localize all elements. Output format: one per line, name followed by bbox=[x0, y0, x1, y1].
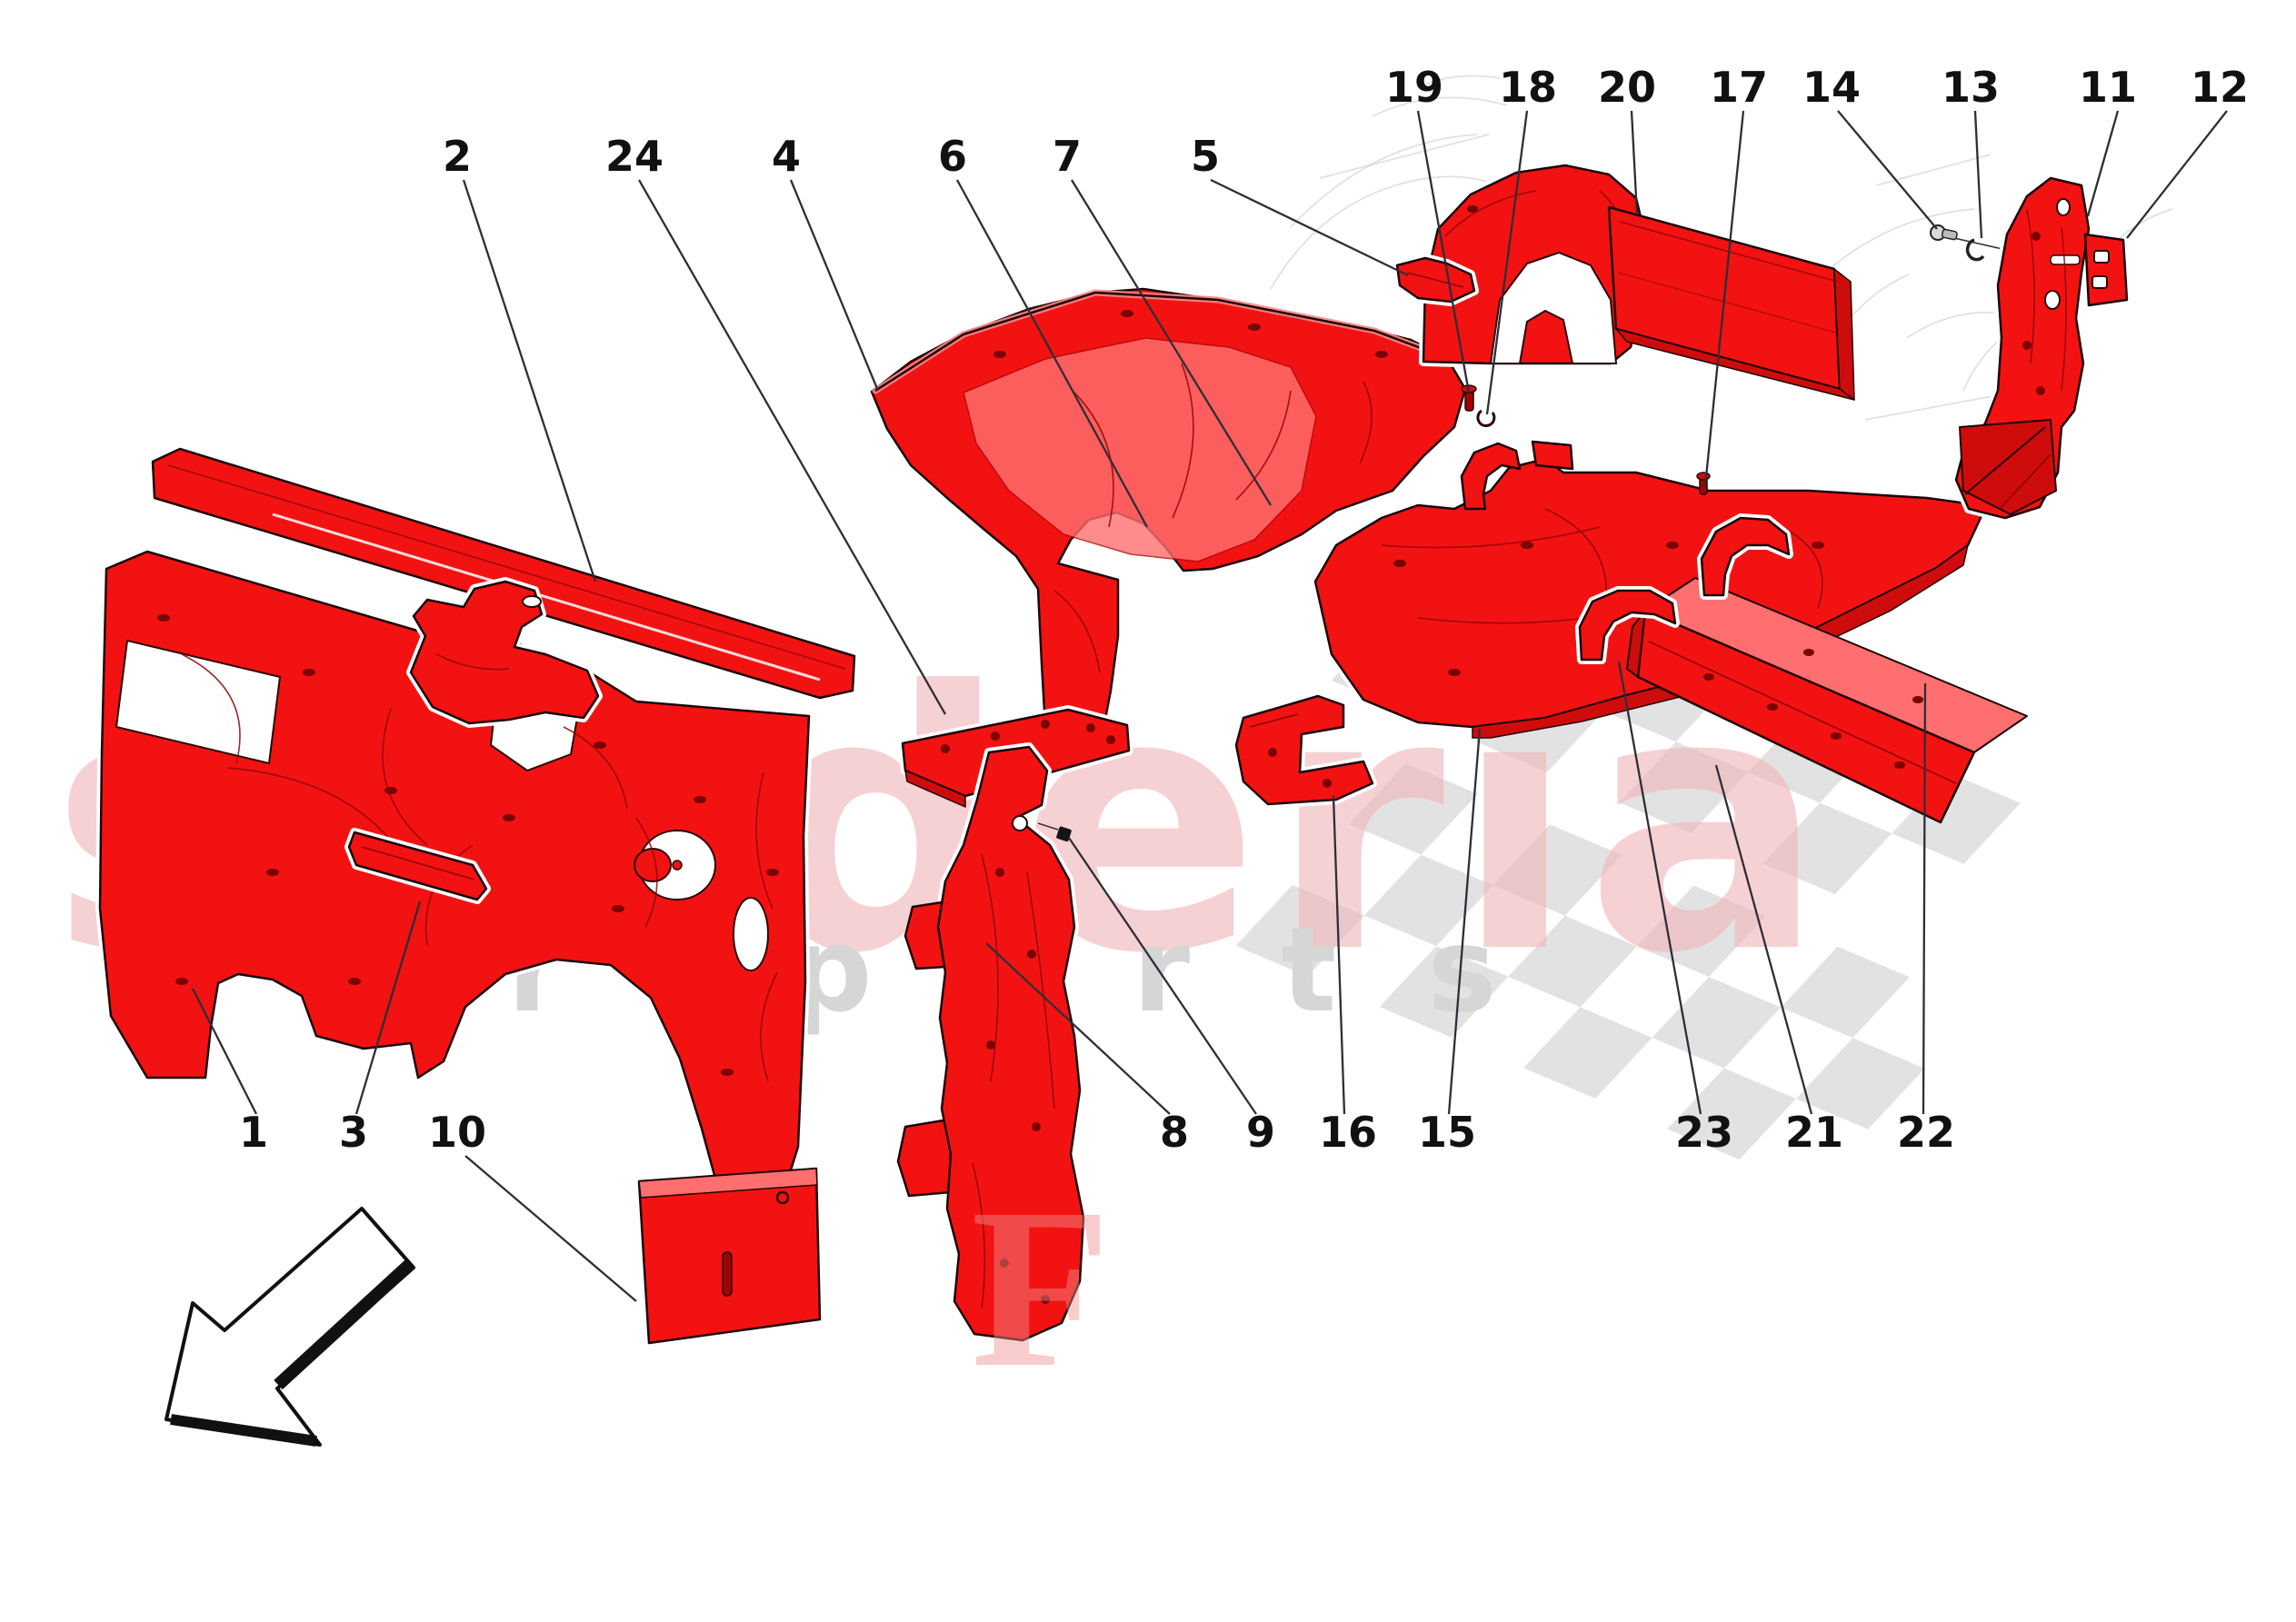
flag-cell bbox=[1762, 802, 1892, 895]
flag-cell bbox=[1508, 915, 1637, 1008]
callout-label-22: 22 bbox=[1897, 1108, 1955, 1157]
hook-bracket-rear bbox=[1697, 513, 1793, 600]
callout-label-13: 13 bbox=[1942, 63, 2000, 112]
flag-cell bbox=[1781, 946, 1910, 1039]
leader-line-7 bbox=[1071, 179, 1272, 506]
insulation-pad bbox=[637, 1167, 822, 1345]
channel-bracket bbox=[1232, 692, 1377, 809]
callout-label-11: 11 bbox=[2079, 63, 2137, 112]
leader-line-16 bbox=[1332, 795, 1346, 1115]
flag-cell bbox=[1619, 741, 1748, 833]
flag-cell bbox=[1652, 977, 1782, 1069]
mounting-plate bbox=[898, 705, 1133, 808]
flag-cell bbox=[1492, 824, 1622, 916]
leader-line-18 bbox=[1485, 110, 1529, 415]
flag-cell bbox=[1379, 946, 1509, 1038]
callout-label-3: 3 bbox=[339, 1108, 368, 1157]
sill-strip bbox=[344, 828, 491, 904]
leader-line-12 bbox=[2126, 110, 2228, 239]
header-rail-insulation bbox=[151, 447, 856, 700]
leader-lines bbox=[191, 110, 2228, 1302]
square-fastener bbox=[1056, 826, 1072, 842]
flag-cell bbox=[1795, 1038, 1925, 1129]
leader-line-14 bbox=[1837, 110, 1938, 230]
callout-label-6: 6 bbox=[938, 132, 967, 181]
leader-line-6 bbox=[955, 179, 1149, 528]
flag-cell bbox=[1349, 763, 1478, 855]
callout-label-15: 15 bbox=[1418, 1108, 1476, 1157]
leader-line-5 bbox=[1210, 178, 1409, 277]
leader-line-20 bbox=[1630, 110, 1639, 215]
flag-cell bbox=[1235, 884, 1365, 977]
callout-label-5: 5 bbox=[1191, 132, 1220, 181]
hook-bracket-front bbox=[1575, 586, 1680, 664]
flag-cell bbox=[1364, 854, 1493, 947]
callout-label-7: 7 bbox=[1053, 132, 1082, 181]
side-bracket bbox=[1393, 254, 1479, 306]
fixing-pin bbox=[1930, 224, 1958, 241]
leader-line-23 bbox=[1617, 661, 1702, 1115]
callout-label-18: 18 bbox=[1499, 63, 1557, 112]
callout-label-19: 19 bbox=[1385, 63, 1443, 112]
callout-label-17: 17 bbox=[1710, 63, 1768, 112]
front-pillar-insulation bbox=[896, 742, 1088, 1345]
flag-cell bbox=[1523, 1007, 1652, 1099]
leader-line-17 bbox=[1703, 110, 1745, 487]
firewall-window-hole bbox=[115, 639, 282, 765]
leader-line-10 bbox=[464, 1155, 637, 1302]
wheelhouse-insulation bbox=[1419, 161, 1652, 368]
callout-label-20: 20 bbox=[1598, 63, 1656, 112]
leader-line-3 bbox=[354, 901, 422, 1115]
cowl-overlay-panel bbox=[963, 337, 1317, 562]
watermark-monogram: F bbox=[971, 1160, 1111, 1415]
callout-label-12: 12 bbox=[2191, 63, 2249, 112]
callout-label-2: 2 bbox=[443, 132, 472, 181]
firewall-rivet-dots bbox=[157, 614, 779, 1076]
leader-line-1 bbox=[191, 988, 258, 1115]
callout-label-16: 16 bbox=[1319, 1108, 1377, 1157]
flag-cell bbox=[1636, 885, 1766, 978]
leader-line-21 bbox=[1714, 764, 1813, 1115]
callout-label-1: 1 bbox=[239, 1108, 268, 1157]
callout-label-4: 4 bbox=[772, 132, 801, 181]
direction-arrow bbox=[165, 1207, 415, 1447]
callout-label-8: 8 bbox=[1160, 1108, 1189, 1157]
floor-tab bbox=[1531, 440, 1574, 471]
washer bbox=[1965, 238, 1985, 262]
leader-line-24 bbox=[638, 179, 946, 715]
callout-label-9: 9 bbox=[1246, 1108, 1275, 1157]
callout-label-23: 23 bbox=[1675, 1108, 1733, 1157]
callout-label-24: 24 bbox=[605, 132, 664, 181]
leader-line-2 bbox=[462, 179, 597, 582]
leader-line-15 bbox=[1447, 728, 1482, 1115]
leader-line-19 bbox=[1416, 110, 1471, 393]
leader-line-22 bbox=[1922, 682, 1927, 1115]
leader-line-13 bbox=[1973, 110, 1983, 239]
cowl-insulation-assembly bbox=[867, 284, 1470, 742]
flag-cell bbox=[1667, 1068, 1796, 1160]
ghost-body-sketch bbox=[1270, 75, 2173, 421]
firewall-top-bracket bbox=[406, 577, 603, 728]
rear-pillar-insulation bbox=[1952, 174, 2093, 522]
floor-hook-bracket bbox=[1460, 442, 1522, 511]
retainer-plate bbox=[2083, 233, 2129, 307]
leader-line-11 bbox=[2086, 110, 2120, 217]
callout-label-10: 10 bbox=[428, 1108, 486, 1157]
sill-beam-insulation bbox=[1626, 577, 2028, 824]
leader-line-9 bbox=[1068, 837, 1257, 1115]
retaining-clip bbox=[1476, 409, 1496, 427]
callout-label-21: 21 bbox=[1785, 1108, 1843, 1157]
leader-line-8 bbox=[985, 942, 1171, 1115]
callout-label-14: 14 bbox=[1802, 63, 1861, 112]
leader-line-4 bbox=[789, 179, 880, 392]
